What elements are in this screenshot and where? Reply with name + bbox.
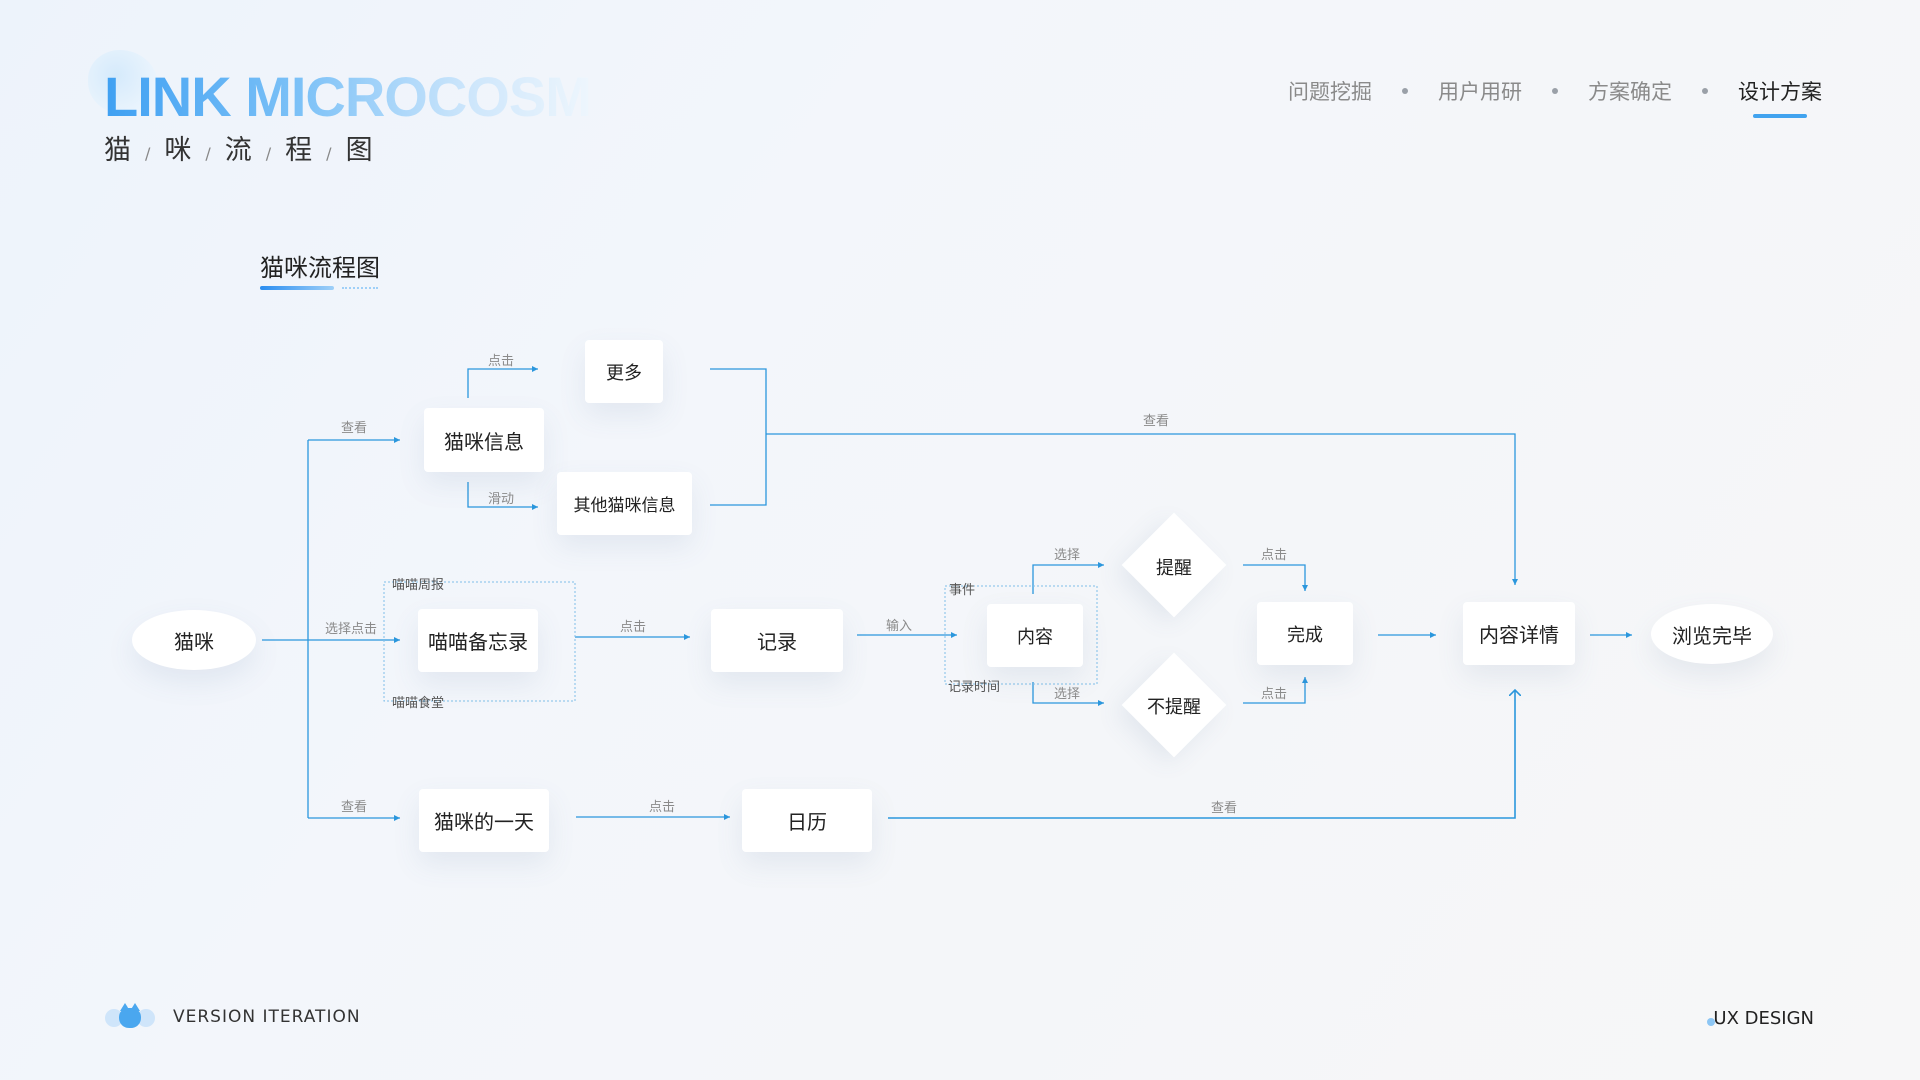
node-more: 更多 [585, 340, 663, 403]
subtitle-char: 猫 [104, 135, 133, 166]
label-input: 输入 [885, 619, 913, 634]
nav-dot [1402, 88, 1408, 94]
label-select-click: 选择点击 [324, 622, 378, 637]
nav-item-solution-confirm[interactable]: 方案确定 [1588, 80, 1672, 104]
subtitle-char: 图 [345, 135, 375, 166]
label-event: 事件 [949, 583, 976, 598]
label-view-bottom: 查看 [1210, 801, 1238, 816]
connector-view-to-detail [766, 433, 1518, 585]
node-browse-done: 浏览完毕 [1651, 604, 1773, 664]
label-record-time: 记录时间 [948, 680, 1001, 695]
footer-ux-text: UX DESIGN [1713, 1008, 1814, 1029]
node-done: 完成 [1257, 602, 1353, 665]
label-view-day: 查看 [340, 800, 368, 815]
node-content-detail: 内容详情 [1463, 602, 1575, 665]
footer-left: VERSION ITERATION [105, 1003, 361, 1028]
nav-item-user-research[interactable]: 用户用研 [1438, 80, 1522, 104]
top-nav: 问题挖掘 用户用研 方案确定 设计方案 [1288, 76, 1822, 118]
label-click-calendar: 点击 [648, 800, 676, 815]
node-remind-label: 提醒 [1156, 558, 1192, 579]
label-click-record: 点击 [619, 620, 647, 635]
label-slide-other: 滑动 [487, 492, 515, 507]
connector-click-more [467, 366, 538, 398]
node-other-cats: 其他猫咪信息 [557, 472, 692, 535]
nav-item-design-solution[interactable]: 设计方案 [1738, 76, 1822, 118]
node-content: 内容 [987, 604, 1083, 667]
connector-select-no-remind [1032, 682, 1104, 706]
node-record: 记录 [711, 609, 843, 672]
label-weekly: 喵喵周报 [392, 578, 445, 593]
section-underline [260, 286, 334, 290]
label-click-done-bottom: 点击 [1260, 687, 1288, 702]
node-calendar: 日历 [742, 789, 872, 852]
cat-logo-icon [105, 1003, 157, 1028]
connector-no-remind-to-done [1243, 677, 1308, 704]
connector-select-remind [1032, 562, 1104, 594]
nav-dot [1702, 88, 1708, 94]
label-click-done-top: 点击 [1260, 548, 1288, 563]
connector-calendar-to-detail [888, 690, 1515, 819]
subtitle-char: 流 [224, 135, 254, 166]
subtitle-separator: / [205, 144, 213, 163]
memo-group-box [383, 581, 576, 702]
footer-dot-icon [1707, 1017, 1716, 1026]
label-click-more: 点击 [487, 354, 515, 369]
node-no-remind-label: 不提醒 [1147, 697, 1201, 718]
subtitle-separator: / [326, 144, 334, 163]
node-memo: 喵喵备忘录 [418, 609, 538, 672]
subtitle-separator: / [145, 144, 153, 163]
node-cat: 猫咪 [132, 610, 256, 670]
label-select-remind: 选择 [1053, 548, 1081, 563]
subtitle-char: 程 [285, 135, 315, 166]
label-view-info: 查看 [340, 421, 368, 436]
content-group-box [944, 585, 1098, 685]
connector-slide-other [467, 482, 538, 510]
connector-remind-to-done [1243, 564, 1308, 591]
nav-dot [1552, 88, 1558, 94]
node-cat-info: 猫咪信息 [424, 408, 544, 472]
nav-item-problem-mining[interactable]: 问题挖掘 [1288, 80, 1372, 104]
brand-decoration [88, 50, 158, 114]
page-subtitle: 猫 / 咪 / 流 / 程 / 图 [104, 128, 375, 167]
node-cat-day: 猫咪的一天 [419, 789, 549, 852]
label-select-no-remind: 选择 [1053, 687, 1081, 702]
connector-more-merge [710, 368, 767, 506]
section-title: 猫咪流程图 [260, 254, 380, 282]
label-view-top: 查看 [1142, 414, 1170, 429]
footer-right: UX DESIGN [1707, 1008, 1814, 1029]
subtitle-char: 咪 [164, 135, 194, 166]
footer-version-text: VERSION ITERATION [173, 1007, 361, 1027]
subtitle-separator: / [265, 144, 274, 163]
label-canteen: 喵喵食堂 [392, 696, 445, 711]
section-underline-dots [342, 287, 378, 289]
brand-logo-text: LINK MICROCOSM [104, 65, 592, 128]
